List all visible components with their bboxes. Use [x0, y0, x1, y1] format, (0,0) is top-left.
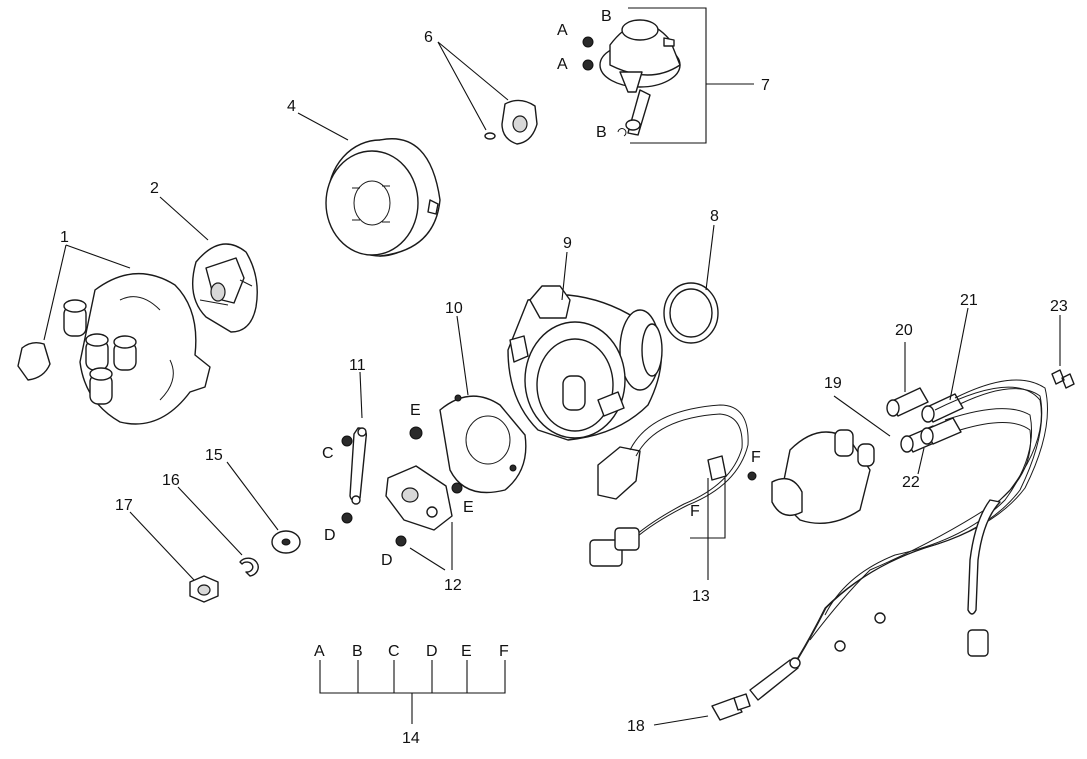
callout-13: 13 [692, 588, 710, 605]
screws [341, 426, 757, 547]
part-8-o-ring [663, 282, 719, 344]
part-10-breaker-plate [439, 394, 527, 494]
part-11-lead-wire [349, 427, 368, 505]
part-2-rotor [192, 243, 258, 333]
callout-11: 11 [349, 357, 366, 374]
part-21-boot [921, 393, 964, 423]
leader-lines [43, 7, 1061, 726]
letter-e-right: E [463, 499, 474, 516]
callout-8: 8 [710, 208, 719, 225]
part-9-housing [507, 285, 663, 441]
legend-b: B [352, 643, 363, 660]
callout-17: 17 [115, 497, 133, 514]
fastener-legend: A B C D E F [314, 643, 509, 660]
part-22-boots [900, 417, 962, 453]
letter-a-lower: A [557, 56, 568, 73]
part-20-boot [886, 387, 929, 417]
letter-c: C [322, 445, 334, 462]
callout-19: 19 [824, 375, 842, 392]
callout-12: 12 [444, 577, 462, 594]
legend-c: C [388, 643, 400, 660]
callout-23: 23 [1050, 298, 1068, 315]
callout-15: 15 [205, 447, 223, 464]
legend-a: A [314, 643, 325, 660]
callout-21: 21 [960, 292, 978, 309]
ignition-leads [749, 379, 1048, 701]
callout-6: 6 [424, 29, 433, 46]
part-17-nut [189, 575, 219, 603]
part-19-coil [771, 429, 875, 525]
letter-f-harness: F [690, 503, 700, 520]
callout-20: 20 [895, 322, 913, 339]
letter-b-lower: B [596, 124, 607, 141]
callout-18: 18 [627, 718, 645, 735]
legend-f: F [499, 643, 509, 660]
part-12-contact-set [385, 465, 453, 531]
part-23-clips [1051, 369, 1075, 389]
callout-7: 7 [761, 77, 770, 94]
letter-d-left: D [324, 527, 336, 544]
letter-a-upper: A [557, 22, 568, 39]
legend-d: D [426, 643, 438, 660]
callout-9: 9 [563, 235, 572, 252]
part-16-lock-washer [239, 557, 259, 577]
part-13-wire-harness [589, 404, 749, 567]
callout-10: 10 [445, 300, 463, 317]
callout-22: 22 [902, 474, 920, 491]
letter-b-upper: B [601, 8, 612, 25]
legend-e: E [461, 643, 472, 660]
part-6-clip-and-bushing [484, 99, 538, 145]
part-15-washer [271, 530, 301, 554]
part-18-spark-plug [711, 693, 751, 721]
callout-4: 4 [287, 98, 296, 115]
part-4-dust-cover [325, 138, 441, 257]
callout-1: 1 [60, 229, 69, 246]
letter-d-lower: D [381, 552, 393, 569]
letter-e-upper: E [410, 402, 421, 419]
callout-2: 2 [150, 180, 159, 197]
part-1-distributor-cap [17, 273, 211, 425]
callout-numbers: 1 2 4 6 7 8 9 10 11 12 13 14 15 16 17 18… [60, 29, 1068, 747]
part-7-vacuum-advance [582, 19, 681, 137]
letter-labels: A A B B C D D E E F F [322, 8, 761, 569]
callout-14: 14 [402, 730, 420, 747]
letter-f-right: F [751, 449, 761, 466]
callout-16: 16 [162, 472, 180, 489]
